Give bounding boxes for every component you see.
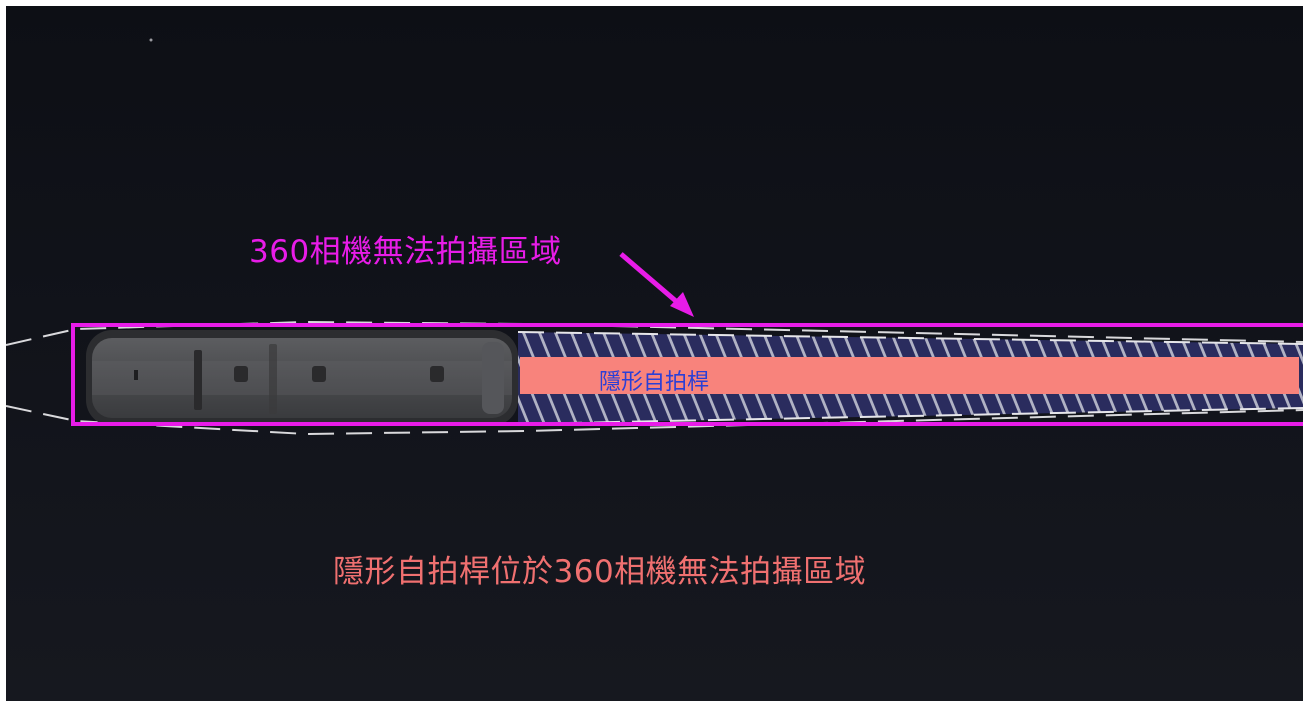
diagram-canvas bbox=[6, 38, 1303, 436]
star-dot bbox=[149, 38, 153, 42]
diagram-frame: 360相機無法拍攝區域 隱形自拍桿 隱形自拍桿位於360相機無法拍攝區域 bbox=[6, 6, 1303, 701]
invisible-stick-label: 隱形自拍桿 bbox=[599, 370, 710, 395]
blind-zone-box bbox=[71, 323, 1303, 426]
caption-text: 隱形自拍桿位於360相機無法拍攝區域 bbox=[333, 554, 867, 590]
camera-body bbox=[86, 330, 518, 426]
invisible-stick bbox=[520, 357, 1299, 394]
arrow-icon bbox=[619, 252, 694, 317]
hatch-border-dashes bbox=[517, 331, 1303, 425]
blind-zone-label: 360相機無法拍攝區域 bbox=[249, 234, 562, 270]
